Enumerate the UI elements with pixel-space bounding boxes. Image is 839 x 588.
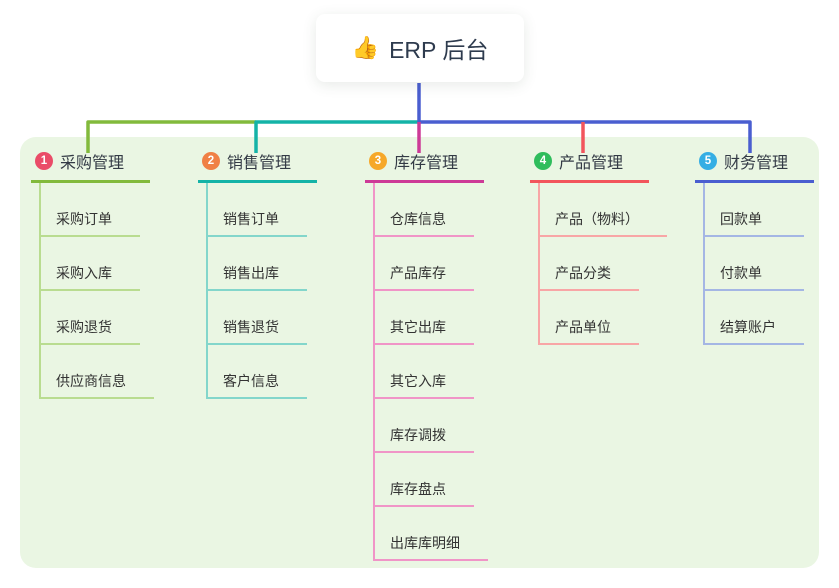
child-node[interactable]: 产品库存: [375, 237, 474, 291]
child-node[interactable]: 供应商信息: [41, 345, 154, 399]
branch-title[interactable]: 2 销售管理: [198, 147, 318, 183]
child-node[interactable]: 库存调拨: [375, 399, 474, 453]
branch-children: 仓库信息产品库存其它出库其它入库库存调拨库存盘点出库库明细: [373, 183, 488, 561]
child-node[interactable]: 库存盘点: [375, 453, 474, 507]
branch-children: 采购订单采购入库采购退货供应商信息: [39, 183, 154, 399]
child-node[interactable]: 回款单: [705, 183, 804, 237]
child-node[interactable]: 产品分类: [540, 237, 639, 291]
root-node[interactable]: 👍 ERP 后台: [316, 14, 524, 82]
branch-title[interactable]: 4 产品管理: [530, 147, 650, 183]
child-node[interactable]: 客户信息: [208, 345, 307, 399]
child-node[interactable]: 其它入库: [375, 345, 474, 399]
branch-number-badge: 4: [534, 152, 552, 170]
branch-title[interactable]: 3 库存管理: [365, 147, 485, 183]
child-node[interactable]: 产品单位: [540, 291, 639, 345]
child-node[interactable]: 采购订单: [41, 183, 140, 237]
child-node[interactable]: 仓库信息: [375, 183, 474, 237]
branch-number-badge: 5: [699, 152, 717, 170]
child-node[interactable]: 结算账户: [705, 291, 804, 345]
root-node-label: ERP 后台: [389, 37, 489, 63]
child-node[interactable]: 付款单: [705, 237, 804, 291]
branch-label: 销售管理: [227, 155, 292, 172]
child-node[interactable]: 出库库明细: [375, 507, 488, 561]
child-node[interactable]: 销售订单: [208, 183, 307, 237]
branch: 3 库存管理 仓库信息产品库存其它出库其它入库库存调拨库存盘点出库库明细: [365, 147, 488, 561]
thumbs-up-icon: 👍: [351, 35, 380, 60]
branch: 4 产品管理 产品（物料）产品分类产品单位: [530, 147, 667, 345]
branch-children: 回款单付款单结算账户: [703, 183, 804, 345]
branch-number-badge: 2: [202, 152, 220, 170]
branch-label: 库存管理: [394, 155, 459, 172]
branch: 5 财务管理 回款单付款单结算账户: [695, 147, 815, 345]
child-node[interactable]: 销售退货: [208, 291, 307, 345]
branch-number-badge: 1: [35, 152, 53, 170]
branch-label: 采购管理: [60, 155, 125, 172]
branch: 1 采购管理 采购订单采购入库采购退货供应商信息: [31, 147, 154, 399]
branch: 2 销售管理 销售订单销售出库销售退货客户信息: [198, 147, 318, 399]
branch-title[interactable]: 1 采购管理: [31, 147, 151, 183]
branch-children: 销售订单销售出库销售退货客户信息: [206, 183, 307, 399]
branch-label: 产品管理: [559, 155, 624, 172]
branch-label: 财务管理: [724, 155, 789, 172]
canvas-panel: [20, 137, 819, 568]
child-node[interactable]: 产品（物料）: [540, 183, 667, 237]
child-node[interactable]: 采购退货: [41, 291, 140, 345]
branch-title[interactable]: 5 财务管理: [695, 147, 815, 183]
child-node[interactable]: 采购入库: [41, 237, 140, 291]
child-node[interactable]: 其它出库: [375, 291, 474, 345]
child-node[interactable]: 销售出库: [208, 237, 307, 291]
branch-children: 产品（物料）产品分类产品单位: [538, 183, 667, 345]
branch-number-badge: 3: [369, 152, 387, 170]
